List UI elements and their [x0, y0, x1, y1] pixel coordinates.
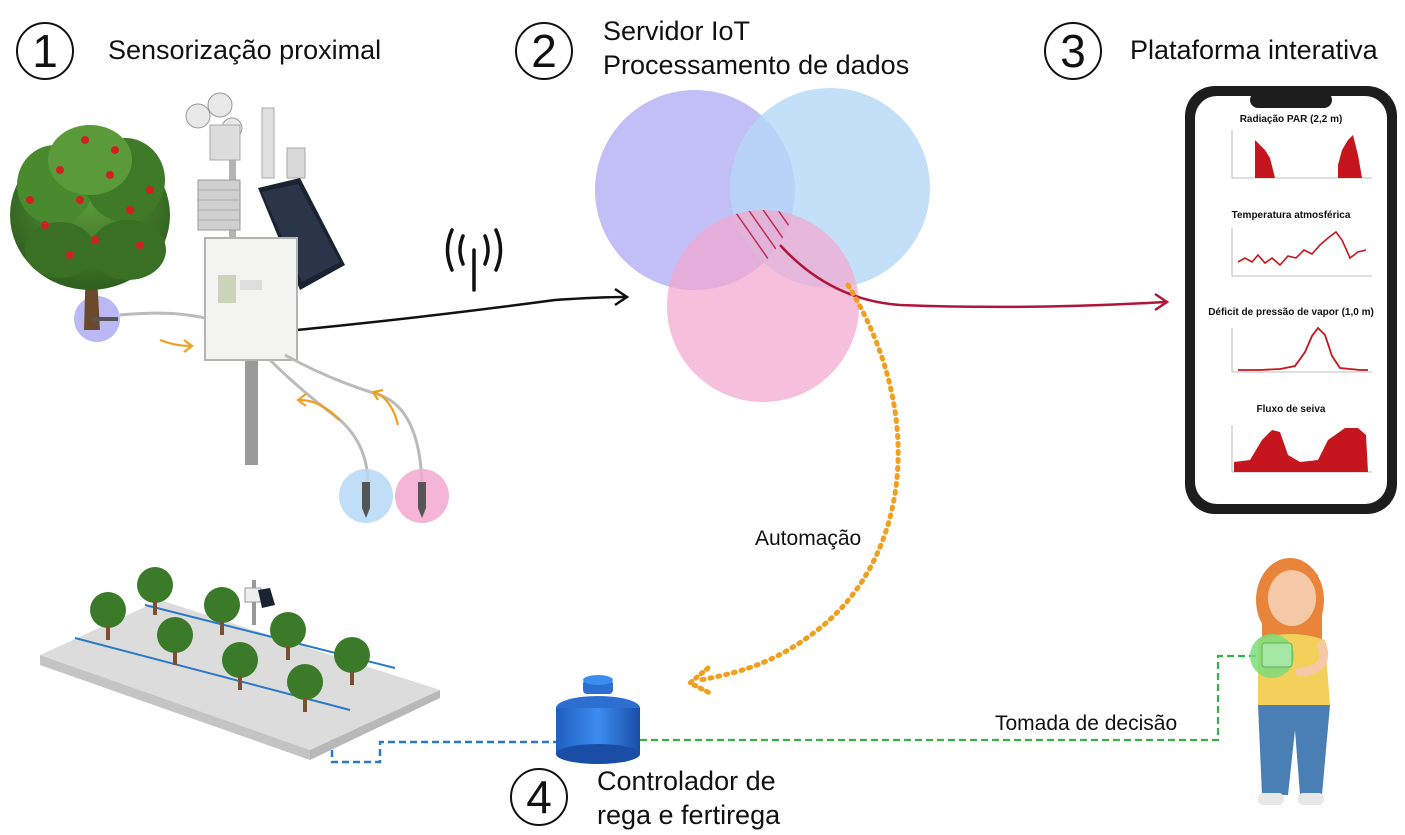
step-2-title-line1: Servidor IoT: [603, 16, 751, 46]
tree-illustration: [10, 125, 170, 330]
chart-title-sap-flow: Fluxo de seiva: [1256, 404, 1326, 415]
person-illustration: [1250, 558, 1330, 805]
server-to-platform-line: [779, 244, 1166, 309]
station-to-server-line: [296, 295, 626, 332]
orchard-illustration: [40, 567, 440, 760]
step-4-title-line2: rega e fertirega: [597, 800, 781, 830]
step-1-title: Sensorização proximal: [108, 35, 382, 65]
step-2-number: 2: [515, 22, 573, 80]
venn-circle-pink: [667, 210, 859, 402]
decision-label: Tomada de decisão: [995, 712, 1178, 735]
server-to-platform-arrowhead: [1154, 292, 1170, 312]
decision-line: [640, 654, 1262, 742]
mini-chart-vpd: [1231, 326, 1372, 373]
step-3-number: 3: [1044, 22, 1102, 80]
flow-arrows: [159, 338, 400, 426]
chart-title-vpd: Déficit de pressão de vapor (1,0 m): [1208, 307, 1374, 318]
water-tank-illustration: [556, 675, 640, 764]
automation-arrowhead: [685, 665, 715, 697]
antenna-icon: [445, 228, 503, 292]
step-3-title: Plataforma interativa: [1130, 35, 1378, 65]
automation-label: Automação: [755, 527, 862, 550]
mini-chart-temperature: [1231, 228, 1372, 277]
phone-charts: [1231, 130, 1372, 473]
weather-station-illustration: [119, 92, 424, 486]
mini-chart-par: [1231, 130, 1372, 179]
venn-diagram: [595, 88, 930, 402]
step-4-title-line1: Controlador de: [597, 766, 776, 796]
smartphone-frame: [1185, 86, 1397, 514]
mini-chart-sap-flow: [1231, 425, 1372, 473]
automation-line: [697, 282, 901, 683]
step-2-title-line2: Processamento de dados: [603, 50, 910, 80]
phone-screen: Radiação PAR (2,2 m) Temperatura atmosfé…: [1195, 96, 1387, 504]
chart-title-temperature: Temperatura atmosférica: [1231, 210, 1351, 221]
step-1-number: 1: [16, 22, 74, 80]
chart-title-par: Radiação PAR (2,2 m): [1239, 114, 1343, 125]
station-to-server-arrowhead: [614, 287, 630, 307]
step-4-number: 4: [510, 768, 568, 826]
